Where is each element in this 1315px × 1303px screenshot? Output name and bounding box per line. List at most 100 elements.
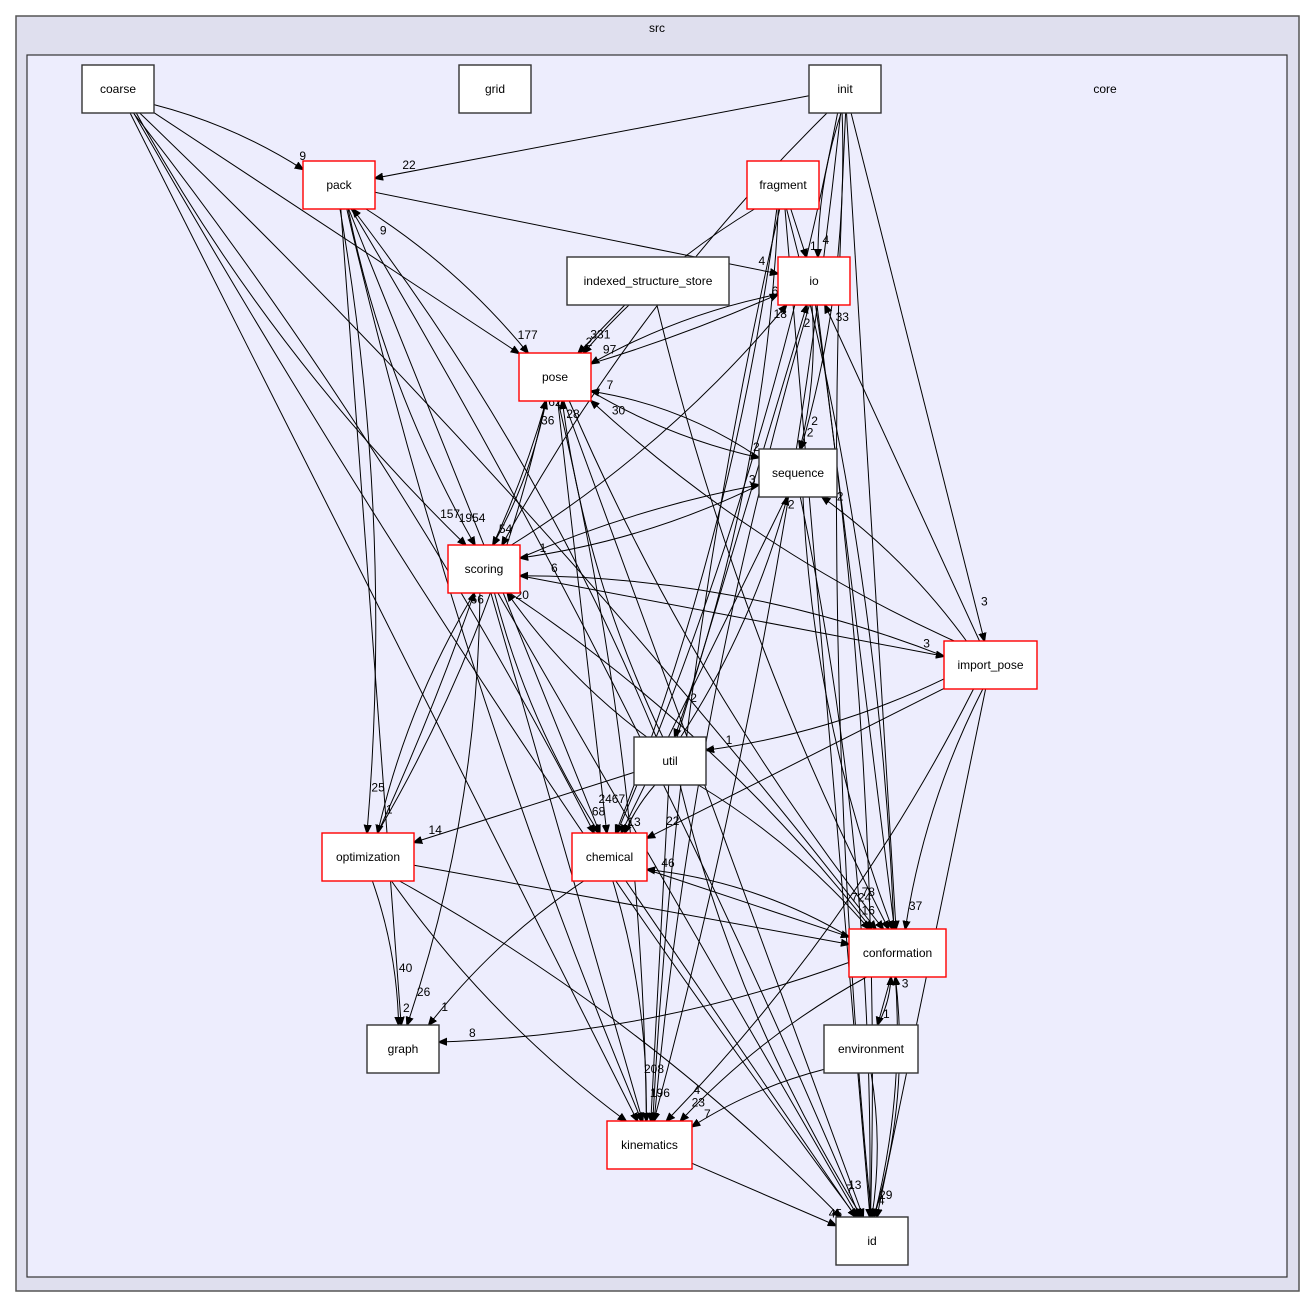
node-sequence[interactable]: sequence bbox=[758, 448, 838, 498]
node-box[interactable] bbox=[606, 1120, 693, 1170]
node-conformation[interactable]: conformation bbox=[848, 928, 947, 978]
node-io[interactable]: io bbox=[777, 256, 851, 306]
node-box[interactable] bbox=[823, 1024, 919, 1074]
node-util[interactable]: util bbox=[633, 736, 707, 786]
edge-label-util-to-chemical[interactable]: 13 bbox=[627, 815, 641, 829]
edge-label-sequence-to-pose[interactable]: 7 bbox=[607, 378, 614, 392]
node-environment[interactable]: environment bbox=[823, 1024, 919, 1074]
node-grid[interactable]: grid bbox=[458, 64, 532, 114]
node-import-pose[interactable]: import_pose bbox=[943, 640, 1038, 690]
node-coarse[interactable]: coarse bbox=[81, 64, 155, 114]
node-box[interactable] bbox=[302, 160, 376, 210]
edge-label-util-to-optimization[interactable]: 14 bbox=[429, 823, 443, 837]
edge-label-import_pose-to-io[interactable]: 33 bbox=[836, 310, 850, 324]
edge-label-util-to-conformation[interactable]: 16 bbox=[862, 904, 876, 918]
edge-label-init-to-io[interactable]: 4 bbox=[823, 233, 830, 247]
node-optimization[interactable]: optimization bbox=[321, 832, 415, 882]
node-box[interactable] bbox=[366, 1024, 440, 1074]
node-box[interactable] bbox=[848, 928, 947, 978]
node-box[interactable] bbox=[777, 256, 851, 306]
edge-label-pack-to-io[interactable]: 4 bbox=[758, 254, 765, 268]
edge-label-coarse-to-scoring[interactable]: 157 bbox=[440, 507, 460, 521]
edge-label-scoring-to-conformation[interactable]: 724 bbox=[851, 890, 871, 904]
edge-label-optimization-to-graph[interactable]: 2 bbox=[403, 1001, 410, 1015]
node-box[interactable] bbox=[81, 64, 155, 114]
edge-label-scoring-to-graph[interactable]: 26 bbox=[417, 985, 431, 999]
edge-label-pack-to-graph[interactable]: 40 bbox=[399, 961, 413, 975]
node-box[interactable] bbox=[633, 736, 707, 786]
edge-label-io-to-pose[interactable]: 97 bbox=[603, 343, 617, 357]
edge-label-sequence-to-scoring[interactable]: 1 bbox=[540, 541, 547, 555]
edge-label-import_pose-to-pose[interactable]: 30 bbox=[612, 404, 626, 418]
node-pose[interactable]: pose bbox=[518, 352, 592, 402]
edge-label-conformation-to-chemical[interactable]: 46 bbox=[661, 856, 675, 870]
node-id[interactable]: id bbox=[835, 1216, 909, 1266]
edge-label-util-to-sequence[interactable]: 2 bbox=[788, 497, 795, 511]
node-graph[interactable]: graph bbox=[366, 1024, 440, 1074]
edge-label-init-to-pack[interactable]: 22 bbox=[402, 158, 416, 172]
edge-label-pose-to-io[interactable]: 6 bbox=[772, 284, 779, 298]
edge-label-pack-to-optimization[interactable]: 25 bbox=[371, 780, 385, 794]
edge-label-environment-to-id[interactable]: 4 bbox=[878, 1193, 885, 1207]
edge-label-init-to-import_pose[interactable]: 3 bbox=[981, 594, 988, 608]
edge-label-scoring-to-io[interactable]: 18 bbox=[774, 307, 788, 321]
node-box[interactable] bbox=[835, 1216, 909, 1266]
edge-label-indexed_structure_store-to-pose[interactable]: 2 bbox=[586, 335, 593, 349]
edge-label-fragment-to-util[interactable]: 2 bbox=[690, 691, 697, 705]
edge-label-import_pose-to-util[interactable]: 1 bbox=[726, 733, 733, 747]
edge-label-conformation-to-id[interactable]: 29 bbox=[879, 1188, 893, 1202]
edge-label-util-to-pack[interactable]: 9 bbox=[380, 223, 387, 237]
edge-label-pose-to-chemical[interactable]: 2467 bbox=[598, 792, 625, 806]
edge-label-pose-to-kinematics[interactable]: 208 bbox=[644, 1062, 664, 1076]
node-box[interactable] bbox=[571, 832, 648, 882]
edge-label-import_pose-to-scoring[interactable]: 6 bbox=[551, 561, 558, 575]
edge-label-pack-to-pose[interactable]: 177 bbox=[518, 328, 538, 342]
edge-label-conformation-to-graph[interactable]: 8 bbox=[469, 1026, 476, 1040]
node-scoring[interactable]: scoring bbox=[447, 544, 521, 594]
edge-label-util-to-id[interactable]: 13 bbox=[848, 1178, 862, 1192]
node-box[interactable] bbox=[758, 448, 838, 498]
edge-label-environment-to-kinematics[interactable]: 7 bbox=[704, 1107, 711, 1121]
edge-label-util-to-kinematics[interactable]: 196 bbox=[650, 1086, 670, 1100]
node-box[interactable] bbox=[808, 64, 882, 114]
edge-label-import_pose-to-conformation[interactable]: 37 bbox=[909, 899, 923, 913]
edge-label-init-to-sequence[interactable]: 2 bbox=[811, 414, 818, 428]
node-kinematics[interactable]: kinematics bbox=[606, 1120, 693, 1170]
edge-label-pack-to-scoring[interactable]: 1954 bbox=[459, 511, 486, 525]
edge-label-import_pose-to-sequence[interactable]: 2 bbox=[837, 489, 844, 503]
edge-label-scoring-to-chemical[interactable]: 68 bbox=[592, 805, 606, 819]
node-pack[interactable]: pack bbox=[302, 160, 376, 210]
node-fragment[interactable]: fragment bbox=[746, 160, 820, 210]
edge-label-coarse-to-pack[interactable]: 9 bbox=[299, 149, 306, 163]
edge-label-chemical-to-id[interactable]: 7 bbox=[846, 1182, 853, 1196]
edge-label-pose-to-sequence[interactable]: 2 bbox=[753, 440, 760, 454]
edge-label-import_pose-to-kinematics[interactable]: 4 bbox=[694, 1083, 701, 1097]
edge-label-scoring-to-sequence[interactable]: 3 bbox=[749, 473, 756, 487]
edge-label-chemical-to-graph[interactable]: 1 bbox=[441, 1000, 448, 1014]
edge-label-fragment-to-io[interactable]: 1 bbox=[810, 239, 817, 253]
edge-label-pose-to-conformation[interactable]: 78 bbox=[862, 885, 876, 899]
edge-label-io-to-sequence[interactable]: 2 bbox=[807, 426, 814, 440]
node-chemical[interactable]: chemical bbox=[571, 832, 648, 882]
edge-label-scoring-to-import_pose[interactable]: 3 bbox=[923, 636, 930, 650]
node-indexed-structure-store[interactable]: indexed_structure_store bbox=[566, 256, 730, 306]
node-box[interactable] bbox=[746, 160, 820, 210]
edge-label-pose-to-scoring[interactable]: 54 bbox=[499, 522, 513, 536]
node-init[interactable]: init bbox=[808, 64, 882, 114]
edge-label-id-to-conformation[interactable]: 3 bbox=[902, 977, 909, 991]
edge-label-optimization-to-pose[interactable]: 36 bbox=[541, 414, 555, 428]
edge-label-scoring-to-optimization[interactable]: 1 bbox=[386, 803, 393, 817]
edge-label-conformation-to-environment[interactable]: 1 bbox=[883, 1007, 890, 1021]
edge-label-util-to-io[interactable]: 2 bbox=[804, 316, 811, 330]
node-box[interactable] bbox=[943, 640, 1038, 690]
edge-label-import_pose-to-chemical[interactable]: 22 bbox=[666, 814, 680, 828]
edge-label-conformation-to-kinematics[interactable]: 23 bbox=[692, 1096, 706, 1110]
node-box[interactable] bbox=[518, 352, 592, 402]
edge-label-optimization-to-scoring[interactable]: 66 bbox=[471, 593, 485, 607]
node-box[interactable] bbox=[447, 544, 521, 594]
edge-label-fragment-to-pose[interactable]: 331 bbox=[590, 328, 610, 342]
node-box[interactable] bbox=[321, 832, 415, 882]
edge-label-util-to-pose[interactable]: 28 bbox=[566, 407, 580, 421]
node-box[interactable] bbox=[566, 256, 730, 306]
node-box[interactable] bbox=[458, 64, 532, 114]
